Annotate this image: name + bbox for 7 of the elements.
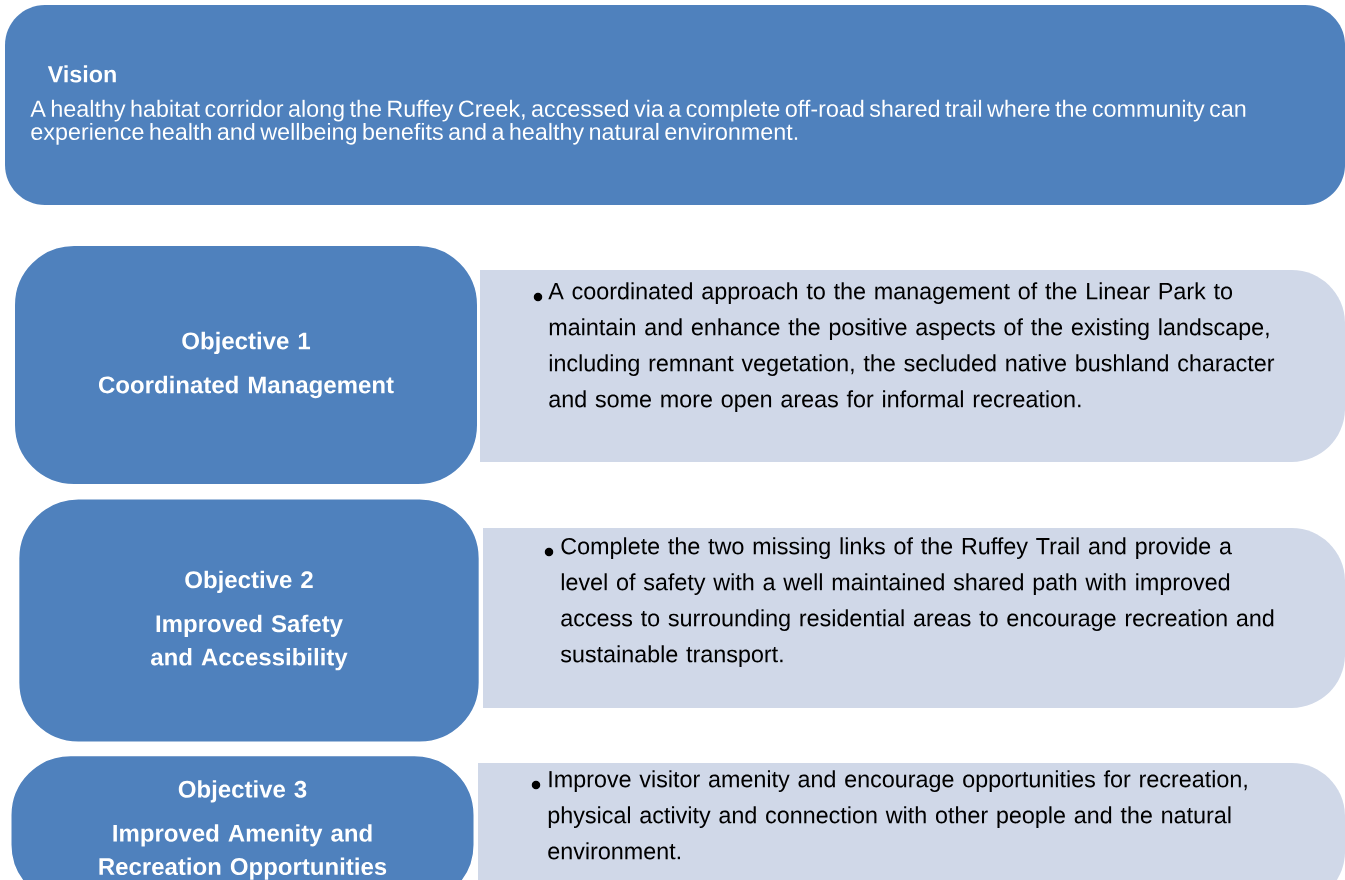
objective-box: Objective 3 Improved Amenity and Recreation Opportunities [9,754,476,880]
objective-box: Objective 2 Improved Safety and Accessibility [17,497,481,744]
vision-box: Vision A healthy habitat corridor along the Ruffey Creek, accessed via a complete off-road shared trail where the community can experience health and wellbeing benefits and a healthy natural environment. [5,5,1345,205]
description-box: Improve visitor amenity and encourage opportunities for recreation, physical activity and connection with other people and the natural environment. [478,763,1345,880]
objective-box: Objective 1 Coordinated Management [13,244,479,486]
description-box: Complete the two missing links of the Ruffey Trail and provide a level of safety with a well maintained shared path with improved access to surrounding residential areas to encourage recreation and sustainable transport. [483,528,1345,708]
description-box: A coordinated approach to the management of the Linear Park to maintain and enhance the positive aspects of the existing landscape, including remnant vegetation, the secluded native bushland character and some more open areas for informal recreation. [480,270,1345,462]
